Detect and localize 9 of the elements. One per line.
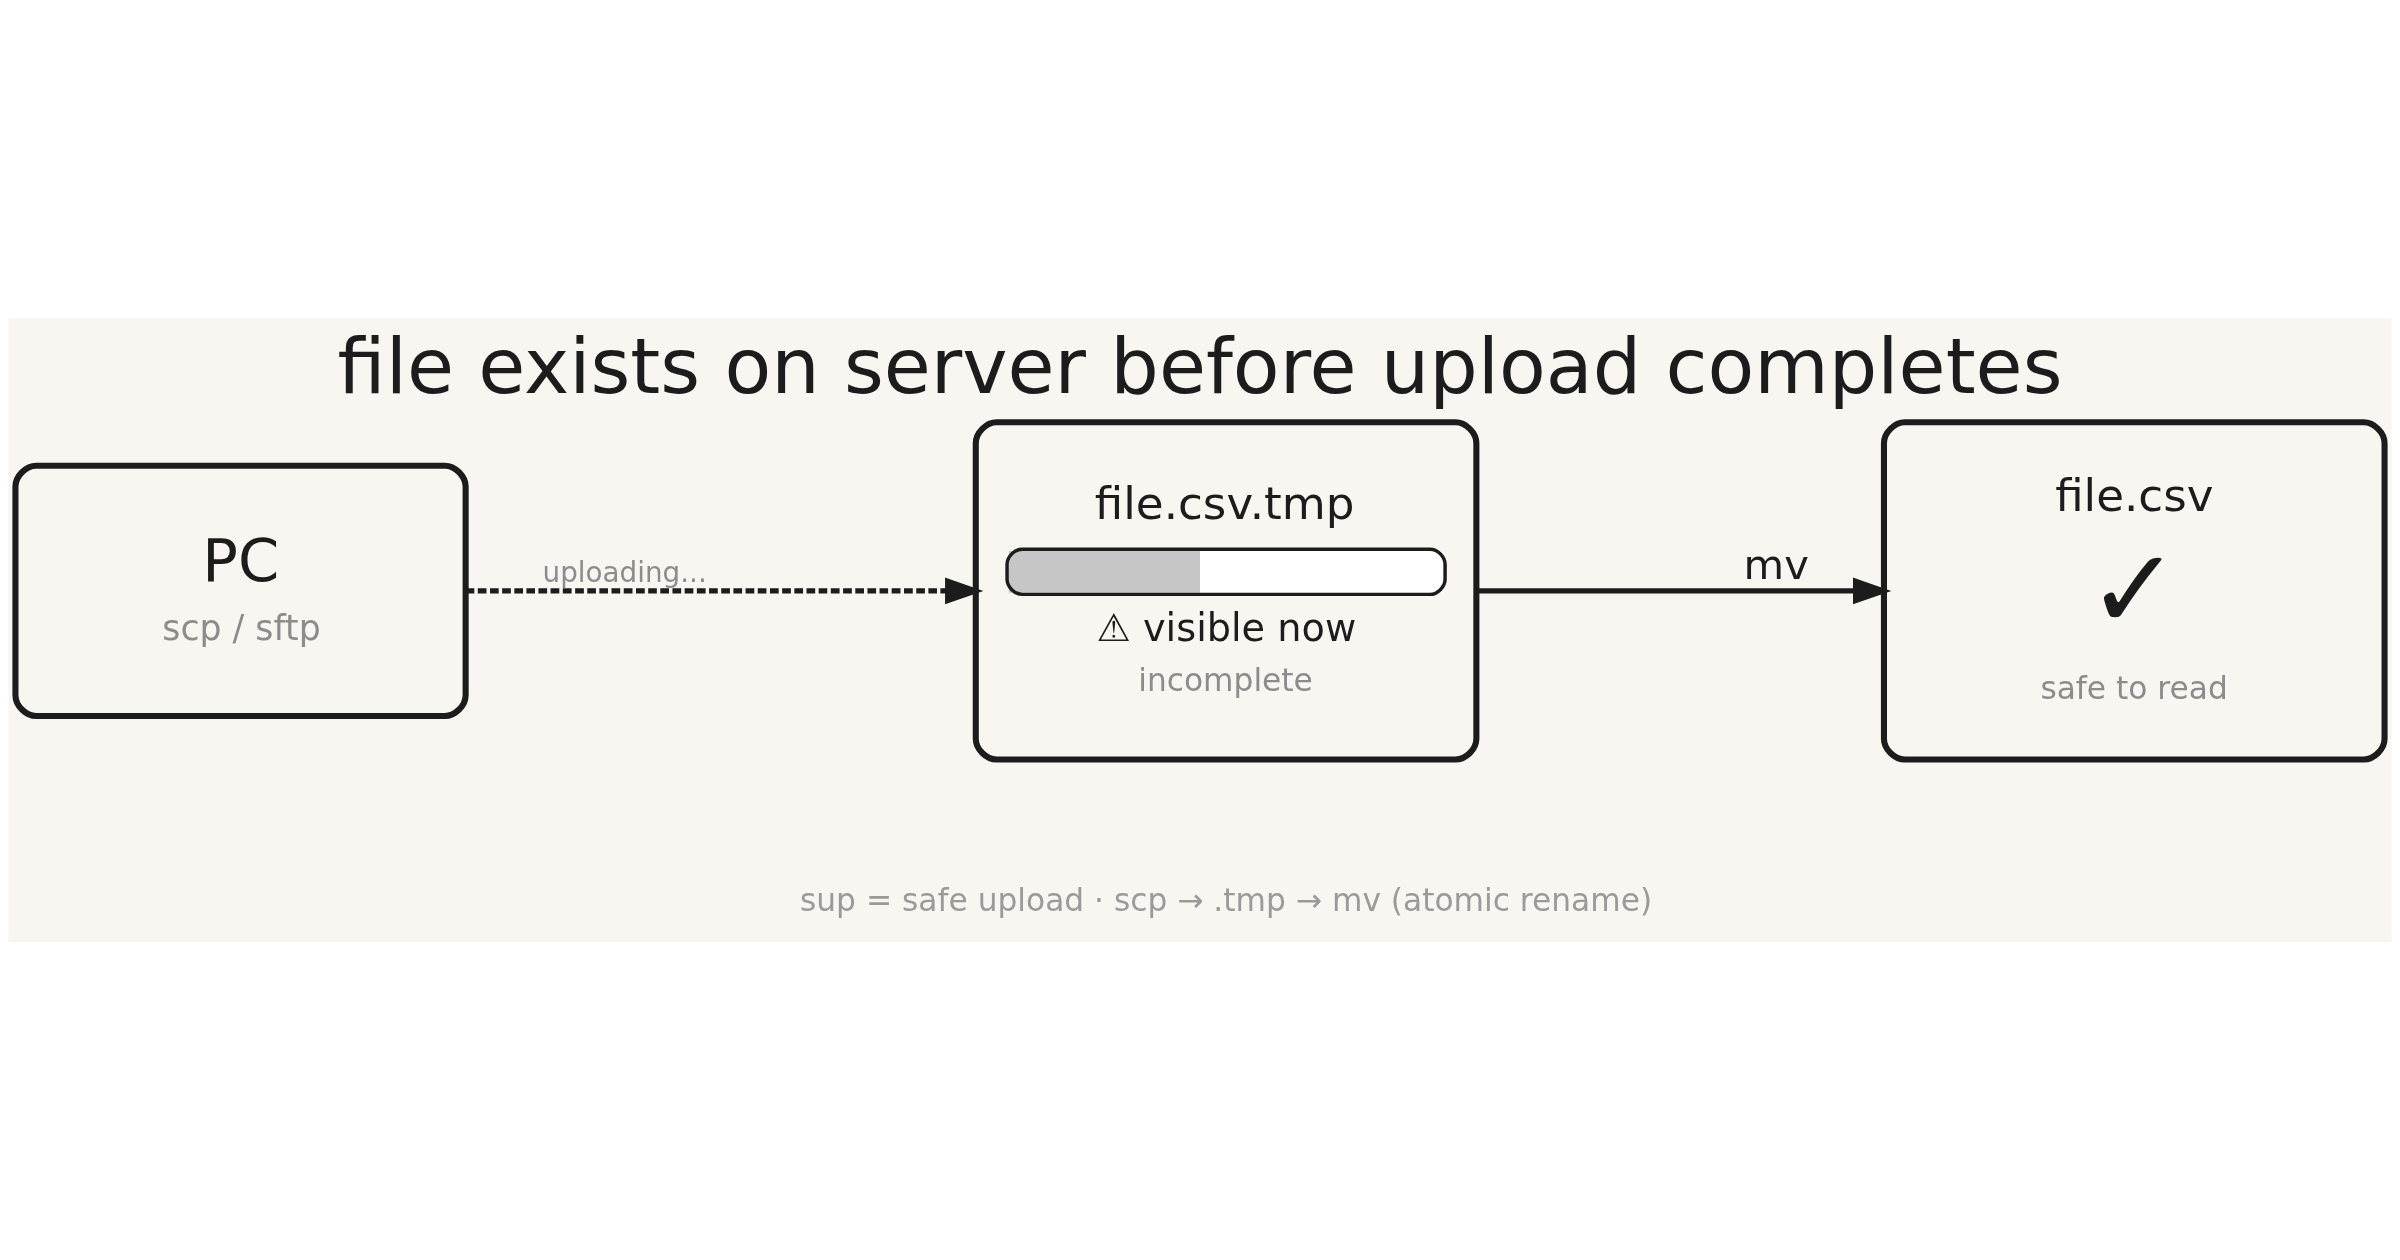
- edge-label: uploading...: [542, 555, 707, 589]
- node-box: file.csv.tmp ⚠ visible now incomplete: [972, 419, 1480, 763]
- diagram-title: file exists on server before upload completes: [337, 322, 2063, 412]
- node-box: file.csv ✓ safe to read: [1880, 419, 2388, 763]
- arrow: [1476, 577, 1892, 605]
- arrow: [465, 577, 984, 605]
- caption: sup = safe upload · scp → .tmp → mv (atomic rename): [800, 882, 1653, 919]
- edge-label: mv: [1743, 540, 1809, 590]
- node-box: PC scp / sftp: [12, 462, 469, 720]
